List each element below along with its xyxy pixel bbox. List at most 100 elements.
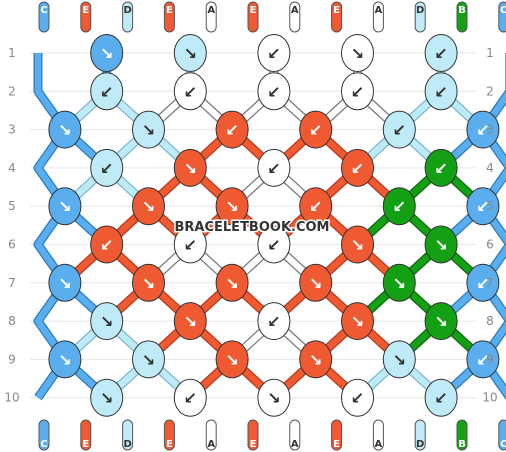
knot[interactable]: ↙ (173, 378, 207, 417)
string-tip-label: E (166, 439, 173, 450)
knot-oval (215, 340, 249, 379)
knot[interactable]: ↘ (132, 263, 165, 302)
knot-oval (173, 225, 207, 264)
knot[interactable]: ↙ (90, 148, 124, 187)
knot[interactable]: ↙ (299, 110, 333, 149)
knot[interactable]: ↙ (424, 148, 458, 187)
knot[interactable]: ↘ (382, 263, 416, 302)
knot[interactable]: ↘ (173, 34, 207, 72)
knot-arrow-icon: ↘ (100, 312, 113, 331)
knot[interactable]: ↘ (173, 148, 207, 187)
knot-oval (424, 148, 458, 187)
knot[interactable]: ↙ (257, 225, 291, 264)
knot[interactable]: ↘ (90, 378, 124, 417)
row-label-left: 1 (8, 46, 16, 60)
knot[interactable]: ↙ (90, 72, 124, 111)
knot[interactable]: ↙ (257, 34, 291, 72)
knot[interactable]: ↘ (132, 110, 165, 149)
knot-arrow-icon: ↘ (351, 236, 364, 255)
string-tip-top (163, 1, 175, 33)
knot[interactable]: ↙ (257, 302, 291, 341)
knot[interactable]: ↘ (48, 110, 82, 149)
knot[interactable]: ↘ (132, 340, 165, 379)
knot[interactable]: ↘ (215, 263, 249, 302)
knot-oval (299, 263, 333, 302)
string-tip-bottom (205, 419, 217, 451)
knot[interactable]: ↙ (466, 340, 500, 379)
knot-oval (132, 263, 165, 302)
knot[interactable]: ↙ (382, 110, 416, 149)
knot[interactable]: ↙ (466, 263, 500, 302)
knot-arrow-icon: ↙ (267, 159, 280, 178)
knot[interactable]: ↘ (341, 34, 374, 72)
string-tip-label: C (40, 5, 47, 16)
knot-oval (90, 302, 124, 341)
string-tip-label: C (500, 5, 506, 16)
knot[interactable]: ↘ (48, 187, 82, 226)
string-tip-label: C (40, 439, 47, 450)
knot[interactable]: ↙ (90, 225, 124, 264)
knot-arrow-icon: ↘ (184, 159, 197, 178)
knot[interactable]: ↘ (257, 378, 291, 417)
knot[interactable]: ↘ (341, 302, 374, 341)
knot-arrow-icon: ↙ (351, 82, 364, 101)
knot-oval (341, 225, 374, 264)
row-label-right: 9 (486, 352, 494, 366)
edge-thread (479, 91, 506, 398)
knot-arrow-icon: ↘ (267, 389, 280, 408)
knot[interactable]: ↙ (257, 72, 291, 111)
knot-oval (257, 225, 291, 264)
knot-arrow-icon: ↘ (225, 274, 238, 293)
knot[interactable]: ↙ (424, 34, 458, 72)
knot[interactable]: ↙ (299, 187, 333, 226)
knot[interactable]: ↘ (424, 302, 458, 341)
row-label-left: 6 (8, 238, 16, 252)
knot[interactable]: ↘ (341, 225, 374, 264)
knot[interactable]: ↘ (173, 302, 207, 341)
knot[interactable]: ↙ (466, 187, 500, 226)
knot-arrow-icon: ↘ (184, 44, 197, 63)
knot[interactable]: ↘ (215, 340, 249, 379)
knot[interactable]: ↘ (424, 225, 458, 264)
knot[interactable]: ↘ (382, 340, 416, 379)
knot[interactable]: ↙ (341, 148, 374, 187)
knot-oval (299, 187, 333, 226)
knot[interactable]: ↘ (299, 340, 333, 379)
row-label-right: 10 (482, 391, 497, 405)
knot[interactable]: ↙ (173, 225, 207, 264)
knot[interactable]: ↘ (90, 302, 124, 341)
string-tip-top (456, 1, 468, 33)
knot-oval (341, 148, 374, 187)
string-tip-label: E (250, 5, 257, 16)
row-label-left: 3 (8, 123, 16, 137)
string-tip-label: E (333, 439, 340, 450)
knot[interactable]: ↘ (48, 263, 82, 302)
knot[interactable]: ↘ (90, 34, 124, 72)
knot[interactable]: ↙ (341, 378, 374, 417)
knot-oval (48, 187, 82, 226)
knot[interactable]: ↙ (424, 378, 458, 417)
knot-arrow-icon: ↙ (434, 389, 447, 408)
knot[interactable]: ↙ (424, 72, 458, 111)
knot-arrow-icon: ↙ (267, 312, 280, 331)
knot[interactable]: ↘ (215, 187, 249, 226)
knot-arrow-icon: ↙ (184, 389, 197, 408)
knot[interactable]: ↘ (299, 263, 333, 302)
knot[interactable]: ↘ (48, 340, 82, 379)
knot-arrow-icon: ↘ (225, 350, 238, 369)
knot[interactable]: ↙ (215, 110, 249, 149)
knot-oval (257, 302, 291, 341)
knot[interactable]: ↙ (382, 187, 416, 226)
knot-arrow-icon: ↙ (100, 236, 113, 255)
knot[interactable]: ↙ (173, 72, 207, 111)
knot[interactable]: ↙ (466, 110, 500, 149)
knot[interactable]: ↙ (341, 72, 374, 111)
knot-oval (299, 110, 333, 149)
knot[interactable]: ↙ (257, 148, 291, 187)
knot[interactable]: ↘ (132, 187, 165, 226)
string-tip-label: A (207, 439, 215, 450)
knot-oval (90, 148, 124, 187)
knot-arrow-icon: ↙ (267, 236, 280, 255)
row-label-left: 9 (8, 352, 16, 366)
knot-oval (215, 187, 249, 226)
